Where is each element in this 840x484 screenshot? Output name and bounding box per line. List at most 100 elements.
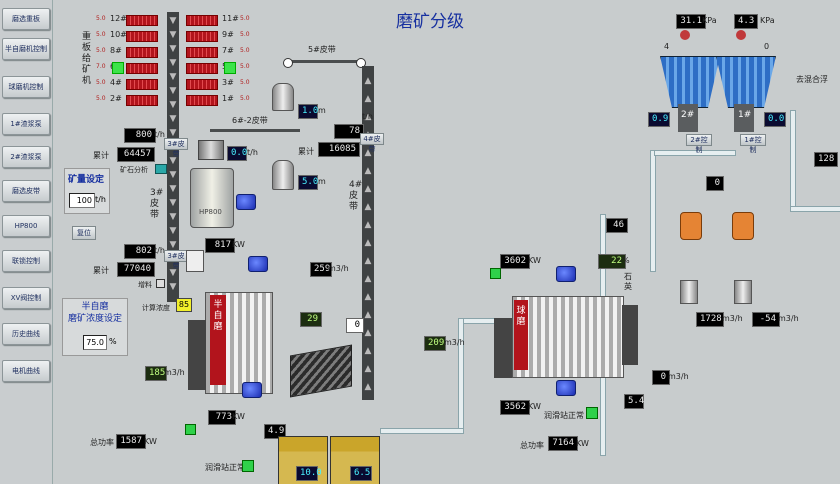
belt-3-button[interactable]: 3#皮带 bbox=[164, 138, 188, 158]
sidebar-item-pump-2[interactable]: 2#渣浆泵 bbox=[2, 146, 50, 168]
ore-setting-unit: t/h bbox=[95, 195, 106, 204]
sidebar-item-sag-control[interactable]: 半自磨机控制 bbox=[2, 38, 50, 60]
sag-mill-ring bbox=[210, 295, 226, 385]
belt-6-2-label: 6#-2皮带 bbox=[232, 116, 268, 125]
belt-3b-button[interactable]: 3#皮带 bbox=[164, 250, 188, 270]
ball-pct-unit: % bbox=[622, 256, 630, 265]
sidebar-item-xv-valve[interactable]: XV阀控制 bbox=[2, 287, 50, 309]
sag-water-flow: 259 bbox=[310, 262, 332, 277]
ball-mill-body bbox=[512, 296, 624, 378]
sag-motor-top-icon bbox=[248, 256, 268, 272]
belt-3-conveyor bbox=[167, 12, 179, 302]
sidebar-item-hp800[interactable]: HP800 bbox=[2, 215, 50, 237]
ore-setting-label: 矿量设定 bbox=[68, 175, 105, 185]
pipe-cyclone-2 bbox=[650, 150, 656, 272]
sidebar-item-interlock[interactable]: 联锁控制 bbox=[2, 250, 50, 272]
cyclone-2-label: 2# bbox=[681, 110, 695, 120]
bin-indicator bbox=[126, 31, 158, 42]
belt-4-button[interactable]: 4#皮带 bbox=[360, 133, 384, 153]
active-bin-highlight bbox=[224, 62, 236, 74]
right-bin-row: 9#5.0 bbox=[180, 30, 260, 42]
bin-number: 3# bbox=[222, 78, 234, 87]
sidebar-item-history-curve[interactable]: 历史曲线 bbox=[2, 323, 50, 345]
belt-3-total: 64457 bbox=[117, 147, 155, 162]
sidebar-item-pump-1[interactable]: 1#渣浆泵 bbox=[2, 113, 50, 135]
belt-4-flow-unit: t/h bbox=[362, 112, 373, 121]
belt-4-conveyor bbox=[362, 66, 374, 400]
ball-outlet-flow: 0 bbox=[652, 370, 670, 385]
silo-1-level: 1.0 bbox=[298, 104, 318, 119]
bin-number: 2# bbox=[110, 94, 122, 103]
sag-feed-checkbox[interactable] bbox=[156, 279, 165, 288]
ball-mill-frame bbox=[494, 318, 512, 378]
sidebar-item-ball-mill-control[interactable]: 球磨机控制 bbox=[2, 76, 50, 98]
cyclone-v0: 0 bbox=[706, 176, 724, 191]
sag-motor-kw: 773 bbox=[208, 410, 236, 425]
bin-indicator bbox=[126, 15, 158, 26]
cyclone-1-pressure-unit: KPa bbox=[760, 16, 775, 25]
hp800-flow-unit: t/h bbox=[247, 148, 258, 157]
bin-value: 5.0 bbox=[96, 15, 106, 22]
sag-total-power: 1587 bbox=[116, 434, 146, 449]
cyclone-2-flow: 1728 bbox=[696, 312, 724, 327]
sag-status-light bbox=[185, 424, 196, 435]
ball-pct: 22 bbox=[598, 254, 626, 269]
ball-lube-light bbox=[586, 407, 598, 419]
ball-top-kw: 3602 bbox=[500, 254, 530, 269]
feeder-label: 重板给矿机 bbox=[82, 32, 92, 86]
pump-1-icon bbox=[732, 212, 754, 240]
sag-left-flow: 185 bbox=[145, 366, 167, 381]
sag-density-input[interactable]: 75.0 bbox=[83, 335, 107, 350]
cyclone-v46: 46 bbox=[606, 218, 628, 233]
silo-2-unit: m bbox=[318, 177, 326, 186]
sag-v2: 0 bbox=[346, 318, 364, 333]
cyclone-2-body bbox=[678, 104, 698, 132]
ore-setting-input[interactable]: 100 bbox=[69, 193, 95, 208]
belt-3b-total: 77040 bbox=[117, 262, 155, 277]
sidebar-item-belt[interactable]: 磨选皮带 bbox=[2, 180, 50, 202]
ore-setting-panel: 矿量设定 100 t/h bbox=[64, 168, 110, 214]
bin-value: 5.0 bbox=[240, 95, 250, 102]
sag-v1: 29 bbox=[300, 312, 322, 327]
sag-total-power-unit: KW bbox=[144, 437, 157, 446]
hp800-hopper bbox=[198, 140, 224, 160]
ball-inlet-flow: 209 bbox=[424, 336, 446, 351]
silo-2 bbox=[272, 160, 294, 190]
silo-2-level: 5.0 bbox=[298, 175, 318, 190]
ball-inlet-unit: m3/h bbox=[444, 338, 465, 347]
reset-button[interactable]: 复位 bbox=[72, 226, 96, 240]
sag-density-panel: 半自磨 磨矿浓度设定 75.0 % bbox=[62, 298, 128, 356]
active-bin-highlight bbox=[112, 62, 124, 74]
sag-power: 817 bbox=[205, 238, 235, 253]
bin-indicator bbox=[186, 47, 218, 58]
bin-indicator bbox=[126, 63, 158, 74]
hp800-flow: 0.0 bbox=[227, 146, 247, 161]
cyclone-2-count: 4 bbox=[664, 42, 670, 51]
sag-density-unit: % bbox=[109, 337, 117, 346]
left-bin-stack: 5.012#5.010#5.08#7.06#5.04#5.02# bbox=[96, 14, 170, 114]
pipe-top bbox=[654, 150, 736, 156]
pump-2-icon bbox=[680, 212, 702, 240]
ball-total-power-unit: KW bbox=[576, 439, 589, 448]
cyclone-1-control-button[interactable]: 1#控制 bbox=[740, 134, 766, 154]
sag-motor-bottom-icon bbox=[242, 382, 262, 398]
cyclone-2-control-button[interactable]: 2#控制 bbox=[686, 134, 712, 154]
tank-1-level: 10.0 bbox=[296, 466, 322, 481]
ore-analyzer-label: 矿石分析 bbox=[120, 166, 148, 174]
sidebar-item-ore-plate[interactable]: 磨选重板 bbox=[2, 8, 50, 30]
belt-3b-total-label: 累计 bbox=[93, 266, 109, 275]
sag-mill-frame bbox=[188, 320, 206, 390]
sidebar-item-motor-curve[interactable]: 电机曲线 bbox=[2, 360, 50, 382]
cyclone-2-pressure-unit: KPa bbox=[702, 16, 717, 25]
bin-value: 5.0 bbox=[240, 15, 250, 22]
bin-indicator bbox=[186, 15, 218, 26]
cyclone-1-count: 0 bbox=[764, 42, 770, 51]
vibrating-screen bbox=[290, 344, 352, 398]
bin-number: 12# bbox=[110, 14, 127, 23]
belt-3-flow-unit: t/h bbox=[154, 130, 165, 139]
right-bin-row: 7#5.0 bbox=[180, 46, 260, 58]
